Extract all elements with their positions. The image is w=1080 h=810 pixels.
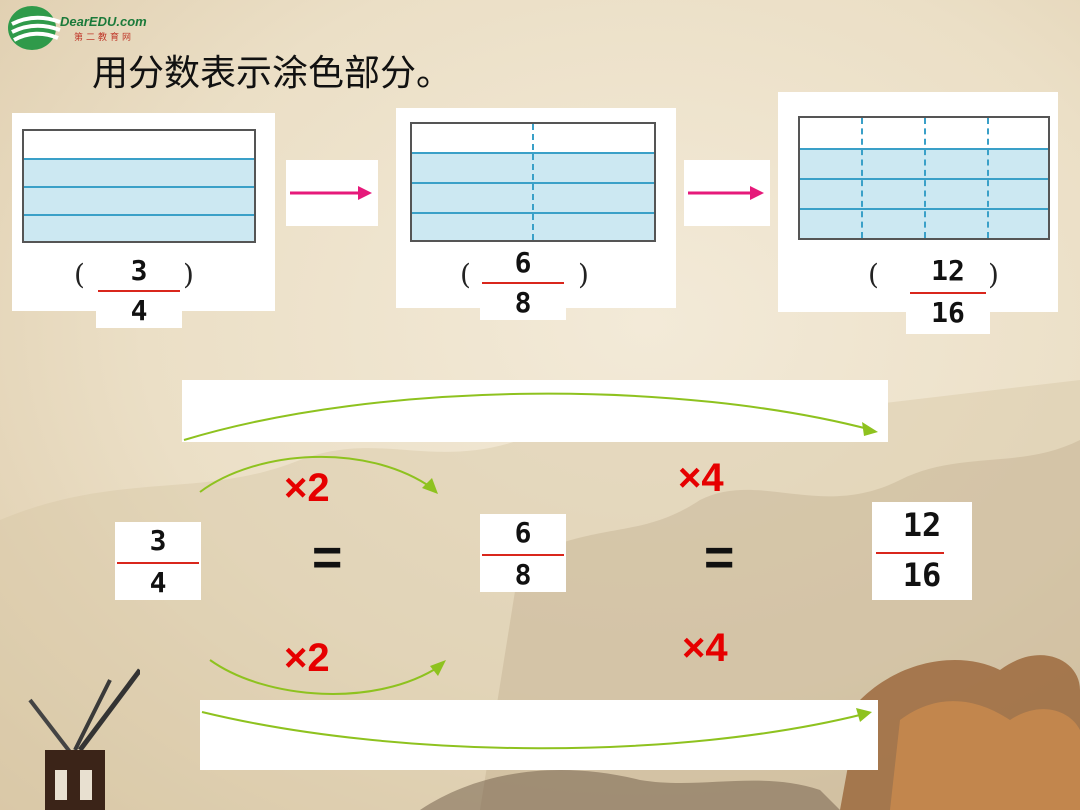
equals-sign-2: = bbox=[704, 529, 735, 587]
numerator: 3 bbox=[130, 254, 148, 287]
numerator: 12 bbox=[902, 506, 942, 544]
long-curved-arrow-icon bbox=[183, 392, 878, 441]
numerator: 6 bbox=[514, 246, 532, 279]
equation-fraction-1: 3 4 bbox=[115, 522, 201, 600]
multiplier-bottom-2: ×4 bbox=[682, 626, 728, 670]
top-arc-band bbox=[182, 380, 888, 442]
long-curved-arrow-icon bbox=[201, 708, 872, 750]
paren-open-3: ( bbox=[868, 258, 879, 291]
right-arrow-icon bbox=[688, 186, 764, 200]
denominator: 8 bbox=[514, 286, 532, 319]
logo-subtitle: 第二教育网 bbox=[74, 33, 135, 43]
paren-close-1: ) bbox=[183, 258, 194, 291]
rectangle-diagram-1 bbox=[22, 129, 256, 243]
answer-fraction-3: 12 16 bbox=[906, 252, 990, 334]
multiplier-top-2: ×4 bbox=[678, 456, 724, 500]
brush-pot-icon bbox=[28, 668, 140, 810]
figure-card-3 bbox=[778, 92, 1058, 312]
denominator: 4 bbox=[130, 294, 148, 327]
multiplier-bottom-1: ×2 bbox=[284, 636, 330, 680]
curved-arrow-icon bbox=[209, 659, 446, 695]
answer-fraction-2: 6 8 bbox=[480, 244, 566, 320]
logo-brand: DearEDU.com bbox=[60, 14, 147, 29]
paren-close-3: ) bbox=[988, 258, 999, 291]
page-title: 用分数表示涂色部分。 bbox=[92, 53, 453, 94]
denominator: 8 bbox=[514, 558, 532, 591]
equals-sign-1: = bbox=[312, 529, 343, 587]
numerator: 3 bbox=[149, 524, 167, 557]
rectangle-diagram-2 bbox=[410, 122, 656, 242]
paren-open-2: ( bbox=[460, 258, 471, 291]
equation-fraction-3: 12 16 bbox=[872, 502, 972, 600]
denominator: 16 bbox=[931, 296, 965, 329]
right-arrow-icon bbox=[290, 186, 372, 200]
curved-arrow-icon bbox=[199, 455, 438, 494]
arrow-card-1 bbox=[286, 160, 378, 226]
denominator: 4 bbox=[149, 566, 167, 599]
answer-fraction-1: 3 4 bbox=[96, 252, 182, 328]
dearedu-logo-icon bbox=[8, 6, 61, 50]
equation-fraction-2: 6 8 bbox=[480, 514, 566, 592]
numerator: 6 bbox=[514, 516, 532, 549]
rectangle-diagram-3 bbox=[798, 116, 1050, 240]
multiplier-top-1: ×2 bbox=[284, 466, 330, 510]
denominator: 16 bbox=[902, 556, 942, 594]
paren-open-1: ( bbox=[74, 258, 85, 291]
paren-close-2: ) bbox=[578, 258, 589, 291]
numerator: 12 bbox=[931, 254, 965, 287]
bottom-arc-band bbox=[200, 700, 878, 770]
arrow-card-2 bbox=[684, 160, 770, 226]
